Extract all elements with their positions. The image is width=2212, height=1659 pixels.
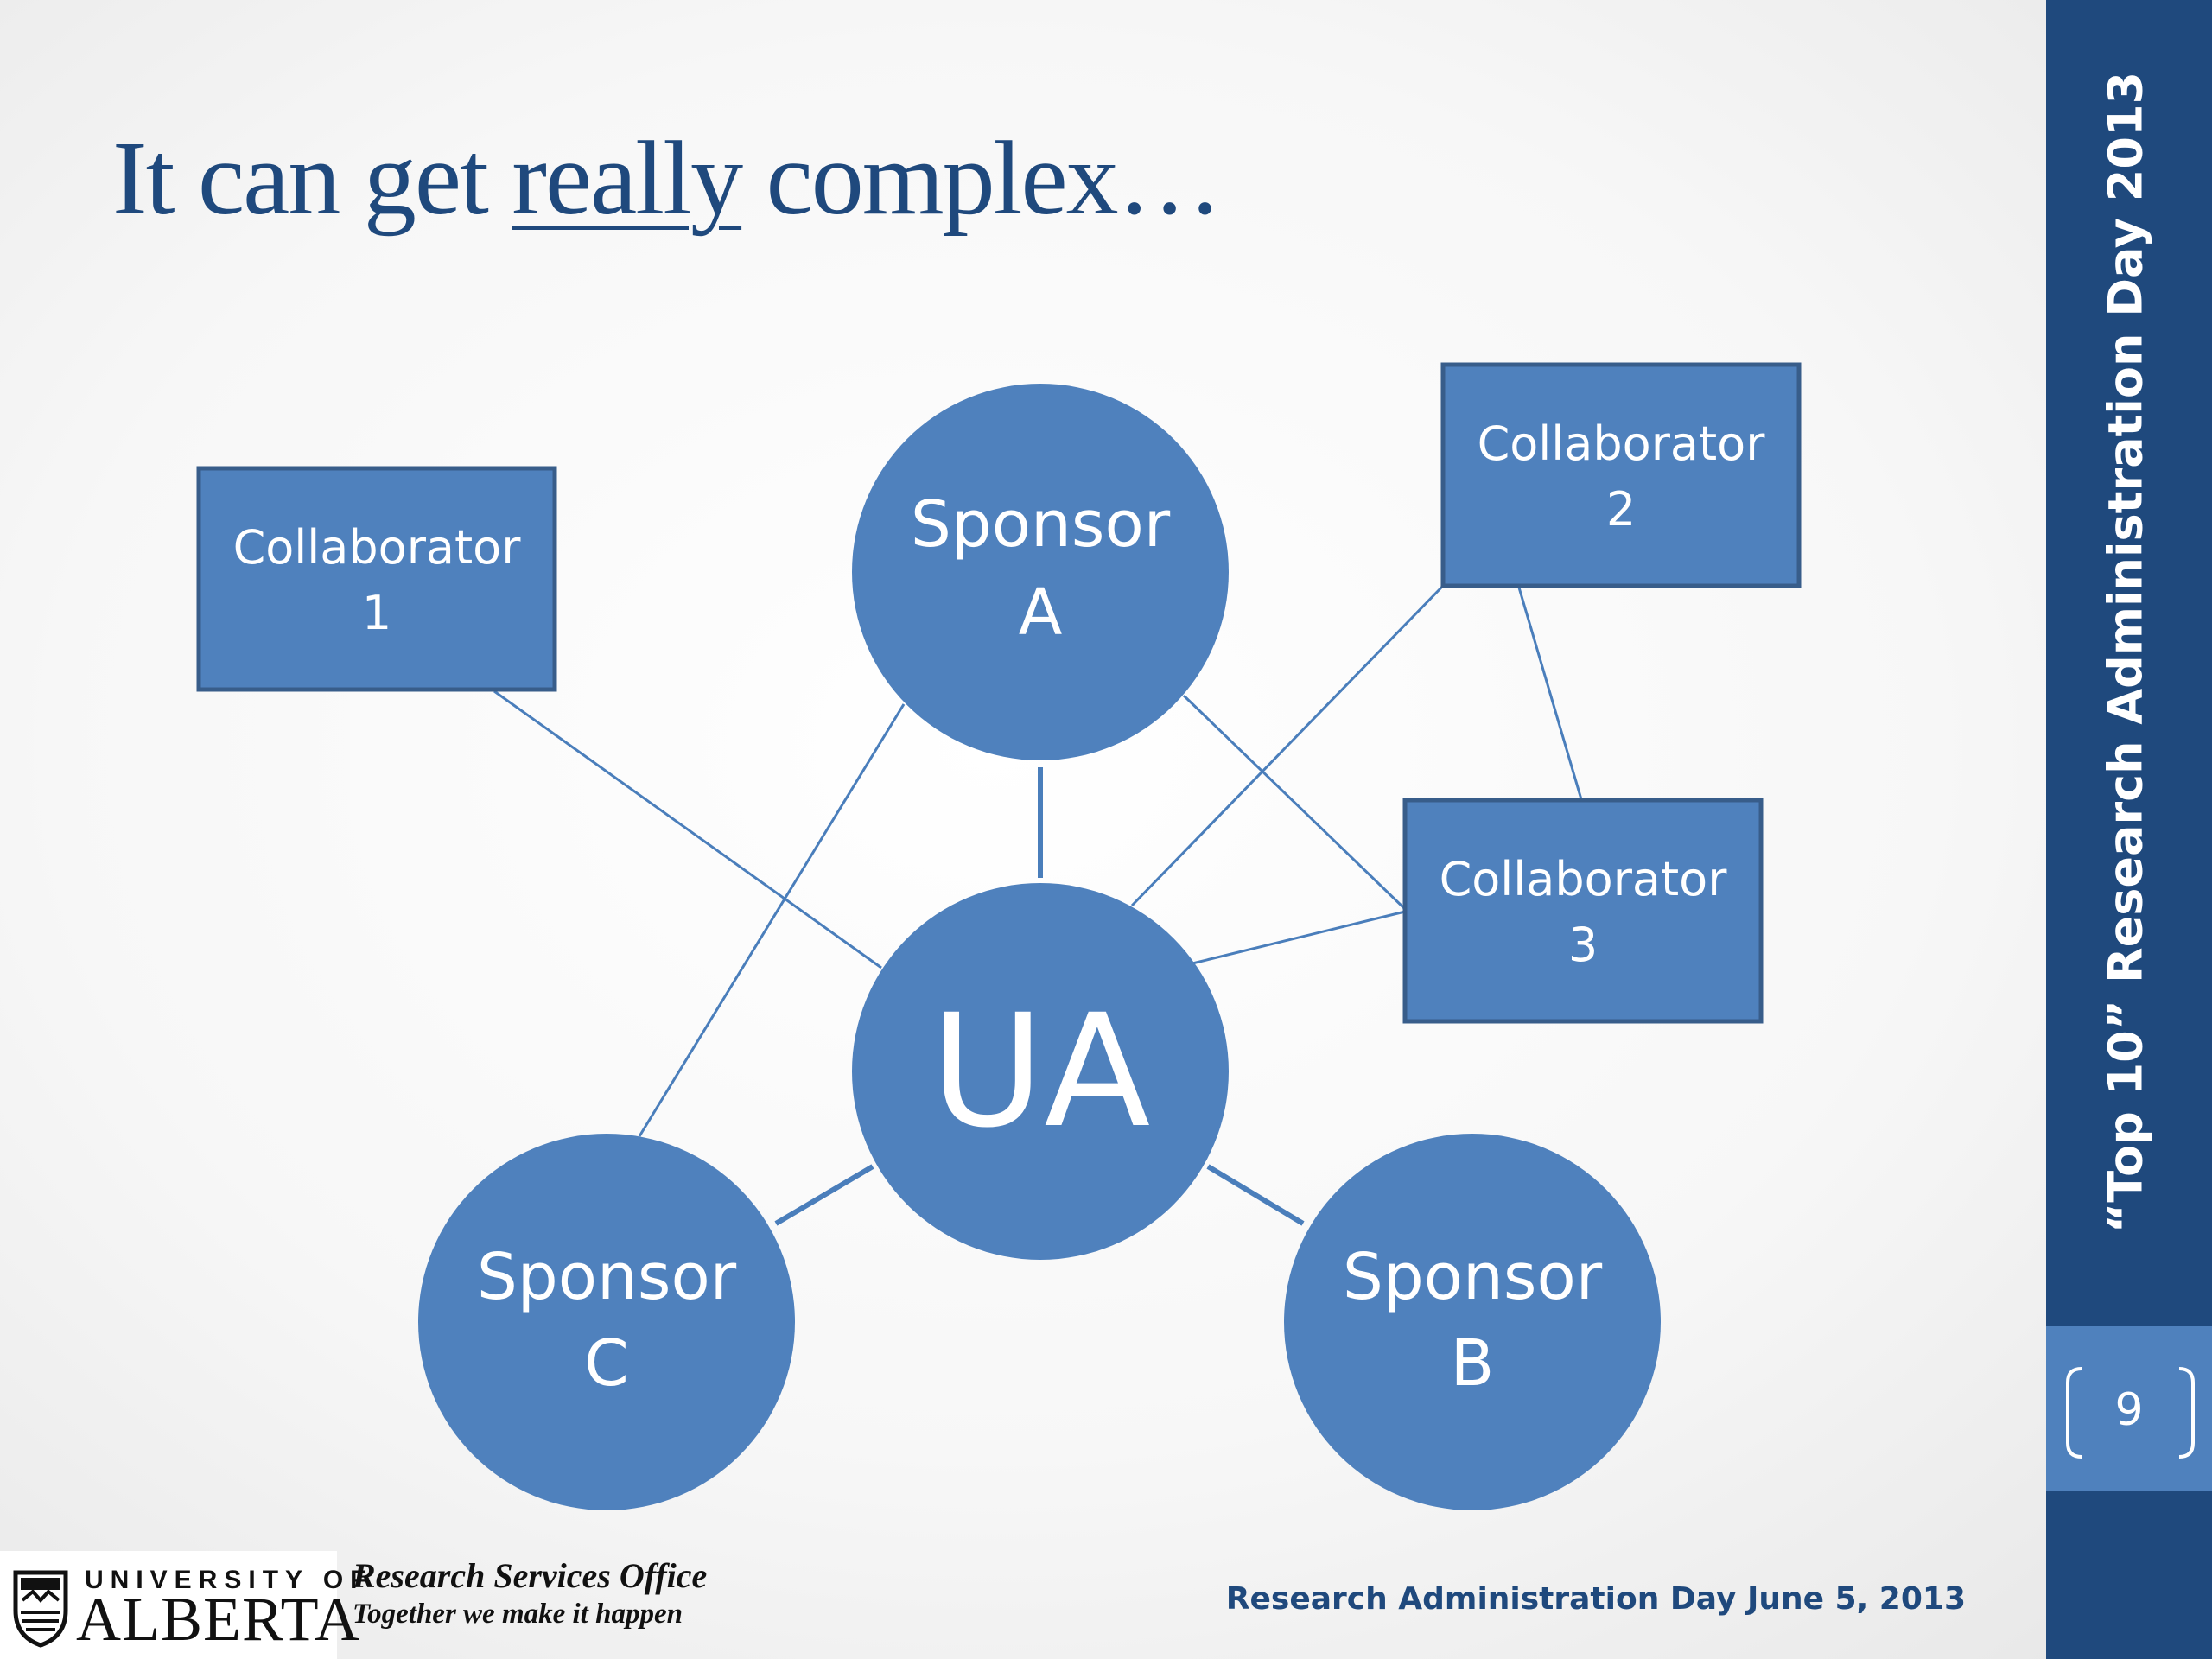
sponsor-a-label: Sponsor [911,487,1171,562]
university-crest-icon [13,1570,68,1648]
connector-ua-collaborator-2 [1130,584,1445,907]
ua-circle: UA [852,883,1229,1260]
university-name-top: UNIVERSITY OF [85,1566,373,1594]
footer-date: Research Administration Day June 5, 2013 [1225,1581,1966,1617]
connector-ua-sponsor-c [774,1164,874,1226]
connector-ua-collaborator-1 [493,690,882,969]
ua-label: UA [931,982,1151,1162]
collaborator-2-label: Collaborator [1478,416,1766,471]
left-bracket-icon [2066,1367,2082,1459]
slide-title: It can get really complex… [112,120,1223,237]
page-number-box [2046,1326,2212,1491]
collaborator-1-label: Collaborator [233,520,522,575]
connector-sponsor-c-sponsor-a [638,703,906,1137]
sponsor-b-label: Sponsor [1343,1240,1603,1314]
title-start: It can get [112,120,512,237]
sponsor-b-letter: B [1451,1326,1495,1401]
event-title-vertical: “Top 10” Research Administration Day 201… [2098,71,2153,1234]
sponsor-c-letter: C [584,1326,629,1401]
connector-ua-collaborator-3 [1192,910,1406,965]
collaborator-1-box: Collaborator 1 [196,466,557,692]
collaborator-3-label: Collaborator [1440,852,1728,906]
office-tagline: Together we make it happen [353,1599,683,1630]
sponsor-c-label: Sponsor [477,1240,737,1314]
university-name-main: ALBERTA [76,1585,360,1654]
sponsor-b-circle: Sponsor B [1284,1134,1661,1510]
page-number: 9 [2114,1384,2144,1436]
title-emphasis: really [512,120,743,237]
collaborator-2-number: 2 [1606,482,1636,537]
collaborator-3-number: 3 [1568,918,1598,972]
collaborator-3-box: Collaborator 3 [1402,798,1764,1024]
collaborator-2-box: Collaborator 2 [1440,362,1802,588]
connector-collaborator-2-collaborator-3 [1517,587,1583,800]
office-name: Research Services Office [353,1556,708,1595]
relationship-diagram: Collaborator 1 Collaborator 2 Collaborat… [196,362,1802,1510]
right-bracket-icon [2178,1367,2195,1459]
connector-ua-sponsor-b [1206,1164,1305,1226]
connectors [493,584,1583,1226]
title-end: complex… [741,120,1223,237]
connector-sponsor-a-collaborator-3 [1182,694,1407,911]
sponsor-c-circle: Sponsor C [418,1134,795,1510]
sponsor-a-letter: A [1019,575,1063,650]
sponsor-a-circle: Sponsor A [852,384,1229,760]
collaborator-1-number: 1 [362,586,391,640]
